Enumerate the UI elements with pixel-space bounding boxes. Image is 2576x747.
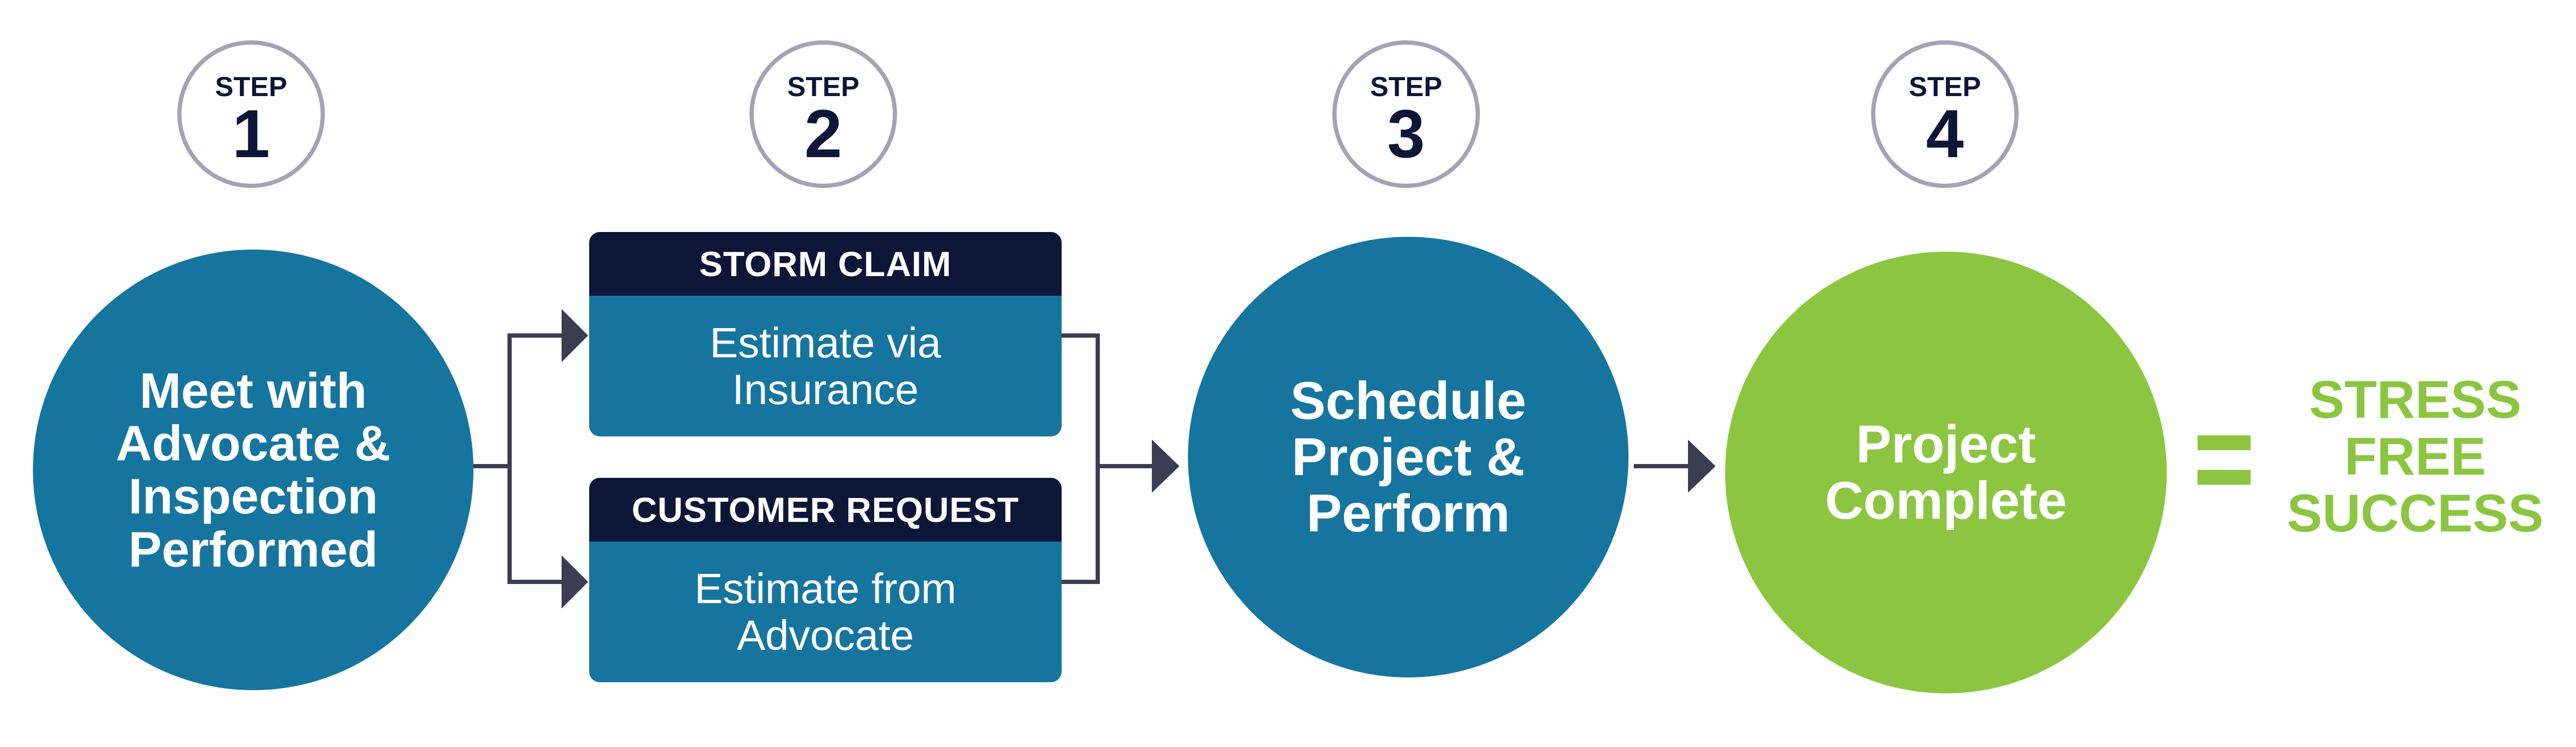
step-2-label: STEP bbox=[787, 72, 859, 102]
step-1-circle: Meet with Advocate & Inspection Performe… bbox=[33, 250, 473, 690]
step-4-badge: STEP 4 bbox=[1871, 40, 2019, 188]
arrow-head-storm-claim bbox=[562, 309, 588, 362]
equals-bar-bottom bbox=[2198, 470, 2251, 485]
equals-sign bbox=[2198, 419, 2256, 515]
step-1-number: 1 bbox=[232, 96, 270, 172]
step-4-circle: Project Complete bbox=[1725, 252, 2167, 693]
arrow-head-step4 bbox=[1688, 440, 1716, 493]
step-1-label: STEP bbox=[215, 72, 287, 102]
storm-claim-header: STORM CLAIM bbox=[589, 232, 1062, 296]
arrow-head-customer-request bbox=[562, 555, 588, 608]
step-4-number: 4 bbox=[1926, 96, 1964, 172]
equals-bar-top bbox=[2198, 435, 2251, 450]
step-3-badge: STEP 3 bbox=[1332, 40, 1480, 188]
step-2-badge: STEP 2 bbox=[749, 40, 897, 188]
step-4-label: STEP bbox=[1909, 72, 1981, 102]
arrow-head-step3 bbox=[1152, 440, 1179, 493]
step-2-number: 2 bbox=[804, 96, 842, 172]
customer-request-header: CUSTOMER REQUEST bbox=[589, 478, 1062, 542]
storm-claim-body: Estimate via Insurance bbox=[710, 319, 941, 413]
step-3-text: Schedule Project & Perform bbox=[1290, 371, 1527, 543]
step-4-text: Project Complete bbox=[1825, 415, 2067, 530]
storm-claim-card: STORM CLAIM Estimate via Insurance bbox=[589, 232, 1062, 436]
stress-free-success-text: STRESS FREE SUCCESS bbox=[2287, 370, 2544, 543]
step-3-label: STEP bbox=[1370, 72, 1442, 102]
step-3-number: 3 bbox=[1387, 96, 1425, 172]
step-3-circle: Schedule Project & Perform bbox=[1188, 237, 1629, 677]
customer-request-body: Estimate from Advocate bbox=[694, 564, 957, 659]
step-1-badge: STEP 1 bbox=[177, 40, 325, 188]
customer-request-card: CUSTOMER REQUEST Estimate from Advocate bbox=[589, 478, 1062, 682]
step-1-text: Meet with Advocate & Inspection Performe… bbox=[116, 362, 391, 577]
